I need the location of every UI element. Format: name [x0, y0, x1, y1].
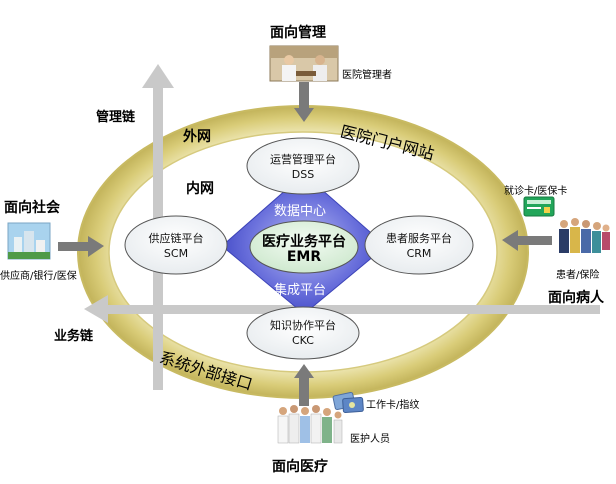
heading-patients: 面向病人: [548, 290, 604, 306]
business-chain-arrowhead: [84, 295, 108, 323]
inner-net-label: 内网: [186, 181, 214, 197]
scm-code: SCM: [163, 247, 189, 260]
node-crm: [364, 215, 474, 275]
heading-medical: 面向医疗: [272, 459, 328, 475]
patient-card-caption: 就诊卡/医保卡: [504, 186, 568, 197]
scm-title: 供应链平台: [148, 232, 204, 245]
hospital-admin-photo: [269, 45, 339, 82]
heading-society: 面向社会: [4, 200, 60, 216]
society-picture: [7, 222, 51, 260]
node-scm: [124, 215, 228, 275]
ckc-title: 知识协作平台: [270, 319, 336, 332]
hospital-admin-caption: 医院管理者: [342, 70, 392, 81]
node-dss: [246, 137, 360, 195]
data-center-label: 数据中心: [274, 204, 327, 219]
ckc-label: 知识协作平台 CKC: [253, 318, 353, 348]
ckc-code: CKC: [292, 334, 314, 347]
management-chain-arrowhead: [142, 64, 174, 88]
outer-net-label: 外网: [183, 129, 211, 145]
scm-label: 供应链平台 SCM: [130, 231, 222, 261]
patient-card-picture: [523, 196, 555, 217]
work-card-picture: [332, 391, 364, 414]
emr-code: EMR: [286, 249, 322, 265]
arrow-from-medical: [294, 364, 314, 406]
dss-label: 运营管理平台 DSS: [253, 152, 353, 182]
patients-caption: 患者/保险: [556, 270, 600, 281]
crm-title: 患者服务平台: [386, 232, 452, 245]
business-chain-label: 业务链: [54, 329, 94, 344]
node-ckc: [246, 306, 360, 360]
arrow-from-management: [294, 82, 314, 122]
arrow-from-society: [58, 236, 104, 257]
crm-code: CRM: [406, 247, 432, 260]
suppliers-caption: 供应商/银行/医保: [0, 271, 77, 282]
node-emr: [249, 220, 359, 274]
medical-staff-caption: 医护人员: [350, 434, 390, 445]
work-card-caption: 工作卡/指纹: [366, 400, 420, 411]
dss-code: DSS: [291, 168, 315, 181]
business-chain-axis: [104, 305, 600, 314]
emr-title: 医疗业务平台: [262, 234, 346, 250]
integration-platform-label: 集成平台: [274, 283, 327, 298]
arrow-from-patients: [502, 230, 552, 251]
management-chain-label: 管理链: [96, 110, 136, 125]
heading-management: 面向管理: [270, 25, 326, 41]
medical-staff-picture: [277, 405, 343, 444]
dss-title: 运营管理平台: [270, 153, 336, 166]
patients-group-picture: [559, 218, 610, 253]
crm-label: 患者服务平台 CRM: [368, 231, 470, 261]
